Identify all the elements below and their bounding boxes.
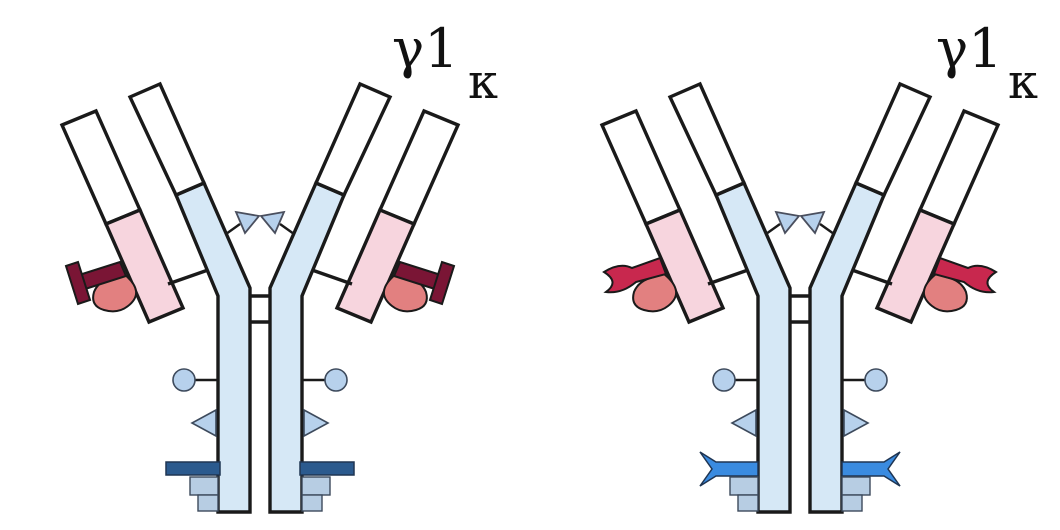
chain-connector — [167, 268, 209, 286]
circle-marker — [712, 368, 736, 392]
chain-connector — [707, 268, 749, 286]
triangle-marker — [799, 210, 826, 235]
glycan-bar — [299, 461, 355, 476]
antibody-half-left — [59, 81, 261, 514]
base-block — [841, 476, 871, 496]
base-block — [197, 494, 219, 512]
base-block — [737, 494, 759, 512]
label-marker-fork — [602, 256, 668, 294]
heavy-chain-variable — [313, 81, 393, 198]
payload-bulb — [923, 272, 968, 313]
triangle-marker — [190, 408, 217, 438]
antibody-half-right — [259, 81, 461, 514]
light-chain-variable — [599, 108, 683, 227]
heavy-chain-variable — [127, 81, 207, 198]
heavy-chain-variable — [667, 81, 747, 198]
triangle-marker — [234, 210, 261, 235]
heavy-chain-label-right: γ1 — [936, 17, 1003, 80]
marker-stem — [765, 223, 781, 235]
chain-connector — [311, 268, 353, 286]
circle-marker — [172, 368, 196, 392]
heavy-chain-label-left: γ1 — [392, 17, 459, 80]
label-marker-cap — [64, 260, 92, 306]
base-block — [189, 476, 219, 496]
chain-connector — [851, 268, 893, 286]
light-chain-label-left: κ — [468, 54, 498, 110]
antibody-diagram-right — [599, 81, 1001, 514]
circle-marker — [864, 368, 888, 392]
marker-stem — [225, 223, 241, 235]
label-marker-fork — [932, 256, 998, 294]
triangle-marker — [843, 408, 870, 438]
triangle-marker — [303, 408, 330, 438]
marker-stem — [279, 223, 295, 235]
triangle-marker — [774, 210, 801, 235]
antibody-diagram-left — [59, 81, 461, 514]
antibody-half-right — [799, 81, 1001, 514]
circle-marker — [324, 368, 348, 392]
triangle-marker — [259, 210, 286, 235]
marker-stem — [819, 223, 835, 235]
light-chain-variable — [377, 108, 461, 227]
glycan-fork — [699, 451, 759, 487]
light-chain-variable — [917, 108, 1001, 227]
glycan-bar — [165, 461, 221, 476]
payload-bulb — [632, 272, 677, 313]
base-block — [301, 494, 323, 512]
base-block — [841, 494, 863, 512]
light-chain-label-right: κ — [1008, 54, 1038, 110]
base-block — [301, 476, 331, 496]
base-block — [729, 476, 759, 496]
light-chain-variable — [59, 108, 143, 227]
heavy-chain-variable — [853, 81, 933, 198]
glycan-fork — [841, 451, 901, 487]
label-marker-cap — [428, 260, 456, 306]
antibody-half-left — [599, 81, 801, 514]
triangle-marker — [730, 408, 757, 438]
